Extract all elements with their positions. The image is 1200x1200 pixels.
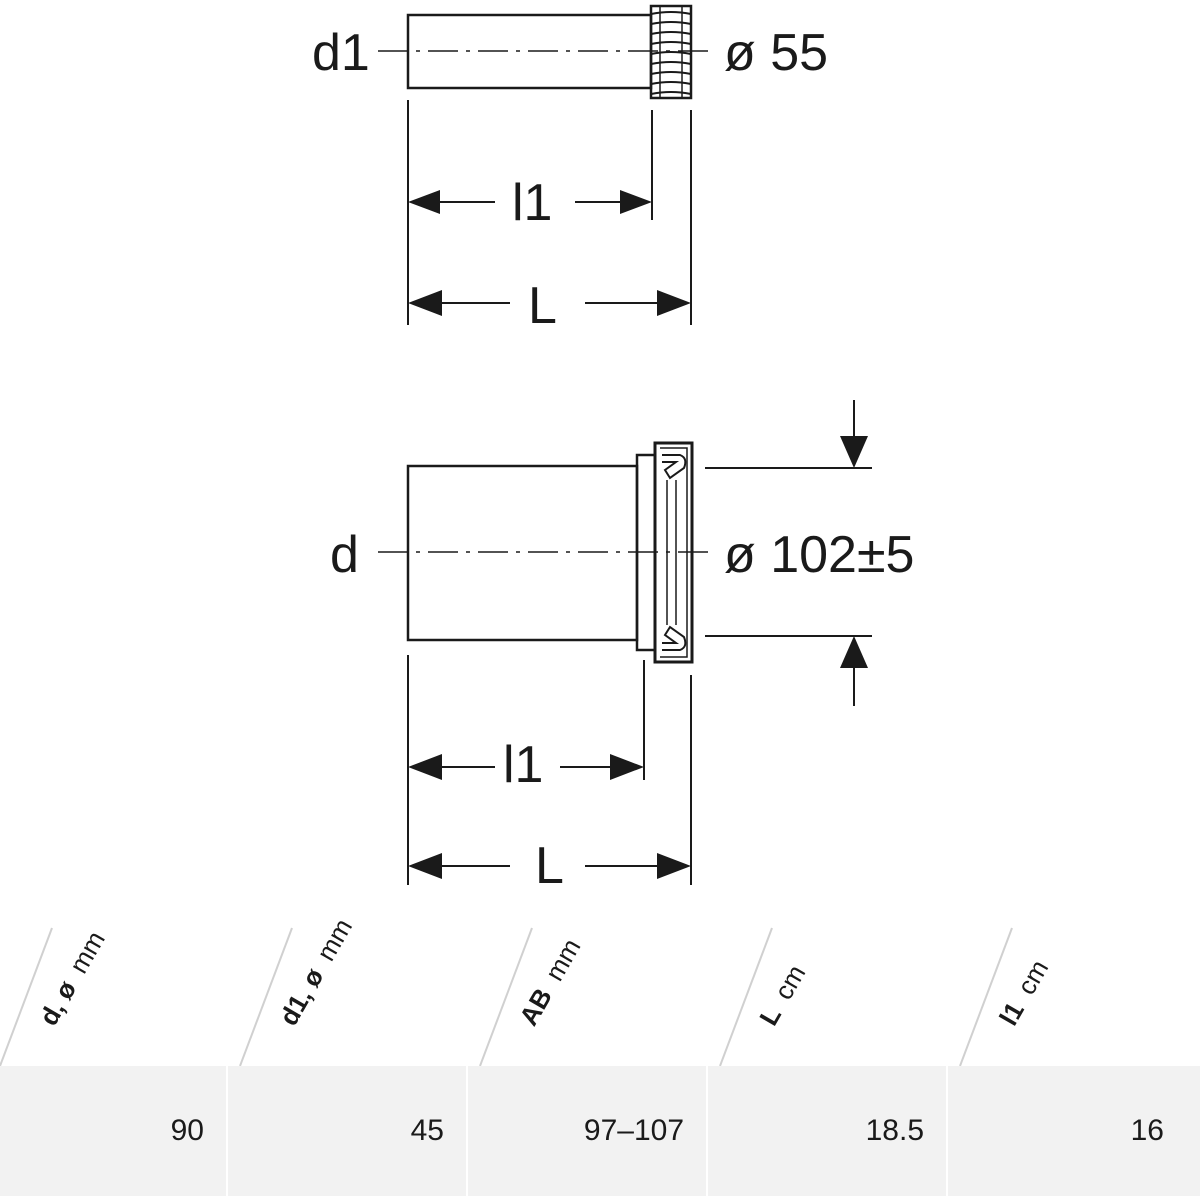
header-ab: ABmm: [480, 920, 720, 1066]
cell-l1: 16: [1130, 1114, 1164, 1147]
header-L-name: L: [753, 1001, 788, 1031]
header-d: d, ømm: [0, 920, 240, 1066]
bottom-dim-l1: l1: [503, 736, 543, 794]
top-label-diameter: ø 55: [724, 24, 828, 82]
cell-d1: 45: [410, 1114, 444, 1147]
header-l1-name: l1: [993, 996, 1030, 1031]
header-d-name: d, ø: [33, 975, 83, 1031]
header-d1-name: d1, ø: [273, 962, 330, 1031]
header-l1: l1cm: [960, 920, 1200, 1066]
bottom-dim-L: L: [535, 837, 564, 895]
bottom-pipe: d ø 102±5 l1 L: [330, 400, 914, 895]
technical-drawing: d1 ø 55 l1 L: [312, 4, 914, 895]
bottom-label-d: d: [330, 526, 359, 584]
column-divider: [946, 1066, 948, 1196]
cell-L: 18.5: [865, 1114, 924, 1147]
header-L-unit: cm: [768, 959, 812, 1005]
cell-ab: 97–107: [583, 1114, 684, 1147]
cell-d: 90: [170, 1114, 204, 1147]
table-row: 90 45 97–107 18.5 16: [0, 1066, 1200, 1196]
column-divider: [226, 1066, 228, 1196]
header-L: Lcm: [720, 920, 960, 1066]
top-label-d1: d1: [312, 24, 370, 82]
top-dim-l1: l1: [512, 174, 552, 232]
header-d-unit: mm: [63, 925, 111, 979]
top-pipe-thread: [649, 4, 693, 100]
top-pipe: d1 ø 55 l1 L: [312, 4, 828, 335]
dimension-table: d, ømm d1, ømm ABmm Lcm l1cm 90 45 97–10…: [0, 913, 1200, 1200]
column-divider: [466, 1066, 468, 1196]
header-ab-unit: mm: [538, 933, 587, 986]
header-l1-unit: cm: [1010, 954, 1055, 1000]
bottom-label-diameter: ø 102±5: [724, 526, 914, 584]
header-d1: d1, ømm: [240, 913, 480, 1066]
header-ab-name: AB: [513, 982, 558, 1031]
header-separators: [0, 927, 1013, 1066]
top-dim-L: L: [528, 277, 557, 335]
header-d1-unit: mm: [310, 913, 359, 966]
column-divider: [706, 1066, 708, 1196]
